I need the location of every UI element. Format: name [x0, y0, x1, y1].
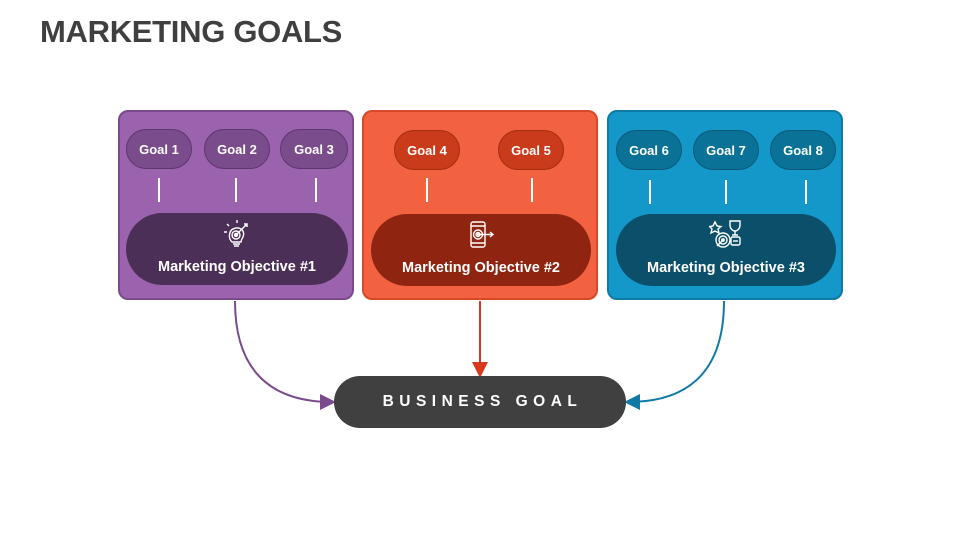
- goal-1: Goal 1: [126, 129, 192, 169]
- objective-group-1: Goal 1 Goal 2 Goal 3 Marketing Objective…: [118, 110, 354, 300]
- marketing-objective-1: Marketing Objective #1: [126, 213, 348, 285]
- connector-objective-1: [234, 300, 336, 410]
- goal-connector: [315, 178, 317, 202]
- connector-objective-3: [624, 300, 725, 410]
- marketing-objective-3: Marketing Objective #3: [616, 214, 836, 286]
- page-title: MARKETING GOALS: [40, 14, 343, 49]
- objective-group-3: Goal 6 Goal 7 Goal 8 Marketing Objective…: [607, 110, 843, 300]
- goal-2: Goal 2: [204, 129, 270, 169]
- lightbulb-target-icon: [223, 218, 251, 253]
- objective-group-2: Goal 4 Goal 5 Marketing Objective #2: [362, 110, 598, 300]
- goal-connector: [649, 180, 651, 204]
- target-trophy-icon: [708, 219, 743, 254]
- mobile-target-icon: [466, 221, 496, 254]
- goal-connector: [531, 178, 533, 202]
- goal-connector: [235, 178, 237, 202]
- goal-3: Goal 3: [280, 129, 348, 169]
- goal-8: Goal 8: [770, 130, 836, 170]
- marketing-objective-2: Marketing Objective #2: [371, 214, 591, 286]
- objective-label: Marketing Objective #1: [158, 259, 316, 275]
- goal-5: Goal 5: [498, 130, 564, 170]
- business-goal: BUSINESS GOAL: [334, 376, 626, 428]
- goal-connector: [805, 180, 807, 204]
- goal-7: Goal 7: [693, 130, 759, 170]
- goal-connector: [158, 178, 160, 202]
- goal-6: Goal 6: [616, 130, 682, 170]
- objective-label: Marketing Objective #3: [647, 260, 805, 276]
- goal-connector: [725, 180, 727, 204]
- goal-4: Goal 4: [394, 130, 460, 170]
- goal-connector: [426, 178, 428, 202]
- objective-label: Marketing Objective #2: [402, 260, 560, 276]
